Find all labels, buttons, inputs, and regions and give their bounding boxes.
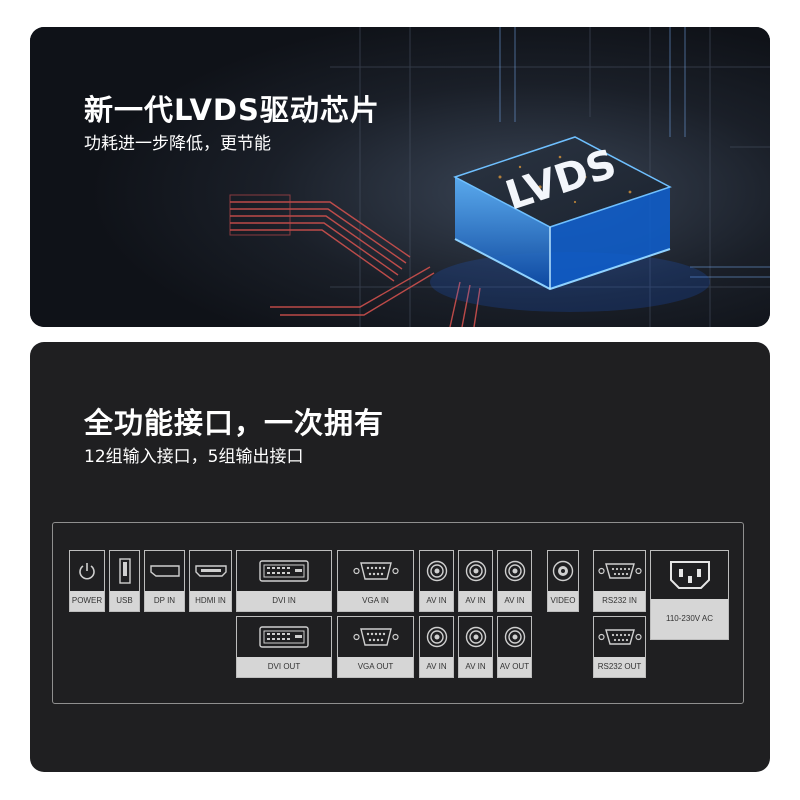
port-dvi-out: DVI OUT xyxy=(236,616,332,678)
feature-subtitle-lvds: 功耗进一步降低，更节能 xyxy=(84,134,271,154)
vga-icon xyxy=(352,562,399,580)
io-panel: POWER USB DP IN HDMI IN xyxy=(52,522,744,704)
port-rs232-in: RS232 IN xyxy=(593,550,646,612)
hdmi-icon xyxy=(194,565,227,577)
port-av-in-4: AV IN xyxy=(419,616,454,678)
port-av-out: AV OUT xyxy=(497,616,532,678)
port-label: USB xyxy=(110,591,139,611)
video-jack-icon xyxy=(552,560,574,582)
ac-socket-icon xyxy=(669,561,710,589)
vga-icon xyxy=(352,628,399,646)
port-label: VIDEO xyxy=(548,591,578,611)
port-dp-in: DP IN xyxy=(144,550,185,612)
rca-jack-icon xyxy=(504,560,525,582)
rca-jack-icon xyxy=(426,626,447,648)
port-av-in-1: AV IN xyxy=(419,550,454,612)
lvds-feature-card: LVDS 新一代LVDS驱动芯片 功耗进一步降低，更节能 xyxy=(30,27,770,327)
port-av-in-5: AV IN xyxy=(458,616,493,678)
port-label: AV IN xyxy=(498,591,531,611)
port-label: POWER xyxy=(70,591,104,611)
feature-title-lvds: 新一代LVDS驱动芯片 xyxy=(84,93,380,127)
port-av-in-2: AV IN xyxy=(458,550,493,612)
port-vga-out: VGA OUT xyxy=(337,616,414,678)
port-label: DVI OUT xyxy=(237,657,331,677)
dvi-icon xyxy=(259,626,309,648)
port-hdmi-in: HDMI IN xyxy=(189,550,232,612)
port-label: RS232 OUT xyxy=(594,657,645,677)
rca-jack-icon xyxy=(504,626,525,648)
port-video: VIDEO xyxy=(547,550,579,612)
feature-title-interfaces: 全功能接口，一次拥有 xyxy=(84,406,385,440)
port-label: AV IN xyxy=(420,657,453,677)
port-label: AV IN xyxy=(459,591,492,611)
rs232-icon xyxy=(597,629,642,645)
rca-jack-icon xyxy=(426,560,447,582)
port-dvi-in: DVI IN xyxy=(236,550,332,612)
port-label: RS232 IN xyxy=(594,591,645,611)
port-ac-power: 110-230V AC xyxy=(650,550,729,640)
port-label: VGA IN xyxy=(338,591,413,611)
displayport-icon xyxy=(149,565,180,577)
power-icon xyxy=(79,563,95,580)
dvi-icon xyxy=(259,560,309,582)
port-label: 110-230V AC xyxy=(651,599,728,639)
feature-subtitle-interfaces: 12组输入接口，5组输出接口 xyxy=(84,447,304,467)
port-label: DP IN xyxy=(145,591,184,611)
rs232-icon xyxy=(597,563,642,579)
usb-port-icon xyxy=(118,558,131,584)
port-power: POWER xyxy=(69,550,105,612)
port-label: HDMI IN xyxy=(190,591,231,611)
rca-jack-icon xyxy=(465,560,486,582)
rca-jack-icon xyxy=(465,626,486,648)
port-rs232-out: RS232 OUT xyxy=(593,616,646,678)
port-label: VGA OUT xyxy=(338,657,413,677)
port-usb: USB xyxy=(109,550,140,612)
port-label: AV IN xyxy=(459,657,492,677)
port-av-in-3: AV IN xyxy=(497,550,532,612)
port-label: AV OUT xyxy=(498,657,531,677)
port-vga-in: VGA IN xyxy=(337,550,414,612)
interfaces-feature-card: 全功能接口，一次拥有 12组输入接口，5组输出接口 POWER USB DP I… xyxy=(30,342,770,772)
port-label: DVI IN xyxy=(237,591,331,611)
lvds-chip-illustration: LVDS xyxy=(30,27,770,327)
port-label: AV IN xyxy=(420,591,453,611)
